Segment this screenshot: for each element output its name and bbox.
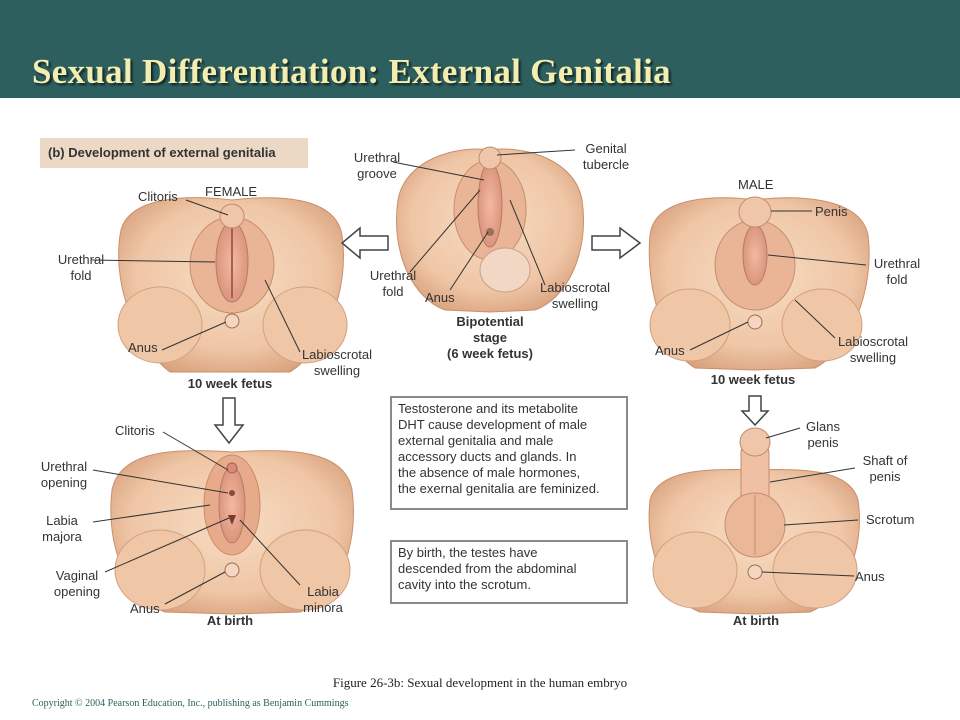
shaft-of-penis-label: Shaft of penis xyxy=(862,453,908,484)
female-stage-label: 10 week fetus xyxy=(187,376,273,391)
male-labioscrotal-label: Labioscrotal swelling xyxy=(837,334,909,365)
bipotential-labioscrotal-label: Labioscrotal swelling xyxy=(539,280,611,311)
female-10-week-figure xyxy=(117,197,348,373)
panel-label: (b) Development of external genitalia xyxy=(40,138,308,168)
labia-majora-label: Labia majora xyxy=(42,513,82,544)
urethral-groove-label: Urethral groove xyxy=(353,150,401,181)
hormone-info-box: Testosterone and its metabolite DHT caus… xyxy=(390,396,628,510)
male-heading: MALE xyxy=(738,177,774,192)
copyright-notice: Copyright © 2004 Pearson Education, Inc.… xyxy=(32,698,349,709)
female-at-birth-figure xyxy=(110,450,354,615)
female-birth-stage-label: At birth xyxy=(206,613,254,628)
male-10-week-figure xyxy=(648,196,870,371)
arrow-to-male xyxy=(591,226,642,260)
genital-tubercle-label: Genital tubercle xyxy=(582,141,630,172)
testes-info-box: By birth, the testes have descended from… xyxy=(390,540,628,604)
slide-title: Sexual Differentiation: External Genital… xyxy=(32,52,671,91)
vaginal-opening-label: Vaginal opening xyxy=(53,568,101,599)
birth-male-anus-label: Anus xyxy=(855,569,885,584)
slide-header-bar xyxy=(0,0,960,98)
male-penis-label: Penis xyxy=(815,204,848,219)
female-heading: FEMALE xyxy=(205,184,258,199)
arrow-male-down xyxy=(740,395,770,427)
labia-minora-label: Labia minora xyxy=(303,584,343,615)
male-at-birth-figure xyxy=(648,427,860,615)
birth-clitoris-label: Clitoris xyxy=(115,423,155,438)
female-labioscrotal-label: Labioscrotal swelling xyxy=(301,347,373,378)
male-birth-stage-label: At birth xyxy=(732,613,780,628)
arrow-to-female xyxy=(340,226,389,260)
bipotential-anus-label: Anus xyxy=(425,290,455,305)
bipotential-figure xyxy=(396,146,584,313)
arrow-female-down xyxy=(213,397,245,445)
glans-penis-label: Glans penis xyxy=(806,419,840,450)
female-urethral-fold-label: Urethral fold xyxy=(57,252,105,283)
male-anus-label: Anus xyxy=(655,343,685,358)
bipotential-urethral-fold-label: Urethral fold xyxy=(369,268,417,299)
birth-female-anus-label: Anus xyxy=(130,601,160,616)
scrotum-label: Scrotum xyxy=(866,512,915,527)
bipotential-stage-label: Bipotential stage (6 week fetus) xyxy=(447,314,533,361)
figure-caption: Figure 26-3b: Sexual development in the … xyxy=(332,675,628,690)
female-anus-label: Anus xyxy=(128,340,158,355)
leader-lines xyxy=(91,149,867,605)
urethral-opening-label: Urethral opening xyxy=(40,459,88,490)
male-urethral-fold-label: Urethral fold xyxy=(873,256,921,287)
female-clitoris-label: Clitoris xyxy=(138,189,178,204)
male-stage-label: 10 week fetus xyxy=(710,372,796,387)
